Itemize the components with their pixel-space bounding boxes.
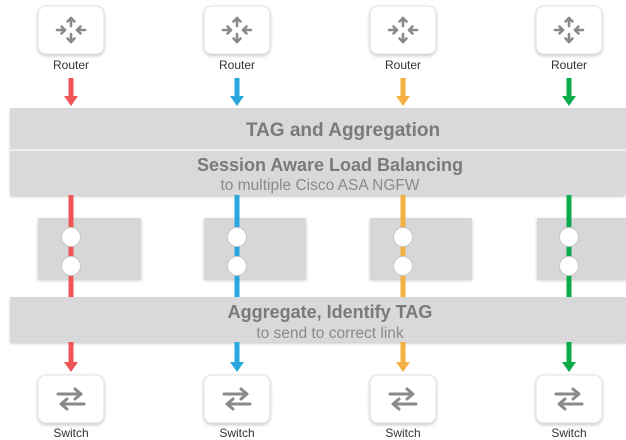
switch-arrow-head: [230, 362, 244, 372]
router-node: Router: [37, 5, 105, 72]
port-in: [393, 227, 413, 247]
switch-icon: [554, 387, 584, 411]
columns: RouterSwitchRouterSwitchRouterSwitchRout…: [37, 5, 626, 440]
switch-card: [203, 374, 271, 424]
router-node: Router: [535, 5, 603, 72]
router-arrow-head: [64, 96, 78, 106]
router-icon: [221, 16, 253, 44]
port-out: [559, 256, 579, 276]
switch-node: Switch: [37, 374, 105, 440]
switch-icon: [388, 387, 418, 411]
switch-icon: [222, 387, 252, 411]
switch-node: Switch: [535, 374, 603, 440]
aggregate-title: Aggregate, Identify TAG: [228, 302, 433, 322]
switch-card: [369, 374, 437, 424]
switch-arrow-head: [64, 362, 78, 372]
tag-aggregation-band: TAG and Aggregation: [10, 108, 626, 150]
aggregate-band: Aggregate, Identify TAG to send to corre…: [10, 297, 626, 342]
firewall-node-icon: [38, 195, 141, 297]
switch-arrow-head: [562, 362, 576, 372]
port-in: [559, 227, 579, 247]
firewall-box: [370, 218, 472, 279]
switch-label: Switch: [385, 426, 420, 440]
switch-arrow-head: [396, 362, 410, 372]
router-label: Router: [53, 58, 89, 72]
switch-icon: [56, 387, 86, 411]
firewall-node-icon: [370, 195, 472, 297]
switch-node: Switch: [203, 374, 271, 440]
switch-label: Switch: [551, 426, 586, 440]
port-in: [61, 227, 81, 247]
port-in: [227, 227, 247, 247]
firewall-box: [38, 218, 141, 279]
switch-node: Switch: [369, 374, 437, 440]
router-arrow-head: [562, 96, 576, 106]
port-out: [393, 256, 413, 276]
tag-aggregation-title: TAG and Aggregation: [246, 120, 440, 141]
router-card: [203, 5, 271, 55]
load-balancing-band: Session Aware Load Balancing to multiple…: [10, 149, 626, 195]
router-node: Router: [203, 5, 271, 72]
router-arrow-head: [396, 96, 410, 106]
router-arrow-head: [230, 96, 244, 106]
firewall-box: [537, 218, 626, 279]
router-card: [535, 5, 603, 55]
firewall-node-icon: [204, 195, 306, 297]
router-label: Router: [219, 58, 255, 72]
router-icon: [553, 16, 585, 44]
router-card: [37, 5, 105, 55]
switch-card: [535, 374, 603, 424]
router-label: Router: [551, 58, 587, 72]
firewall-node-icon: [537, 195, 626, 297]
firewall-box: [204, 218, 306, 279]
load-balancing-title: Session Aware Load Balancing: [197, 155, 463, 175]
aggregate-subtitle: to send to correct link: [256, 325, 404, 342]
router-label: Router: [385, 58, 421, 72]
router-card: [369, 5, 437, 55]
switch-label: Switch: [219, 426, 254, 440]
port-out: [227, 256, 247, 276]
router-icon: [55, 16, 87, 44]
switch-label: Switch: [53, 426, 88, 440]
router-icon: [387, 16, 419, 44]
router-node: Router: [369, 5, 437, 72]
load-balancing-subtitle: to multiple Cisco ASA NGFW: [221, 177, 420, 194]
switch-card: [37, 374, 105, 424]
port-out: [61, 256, 81, 276]
